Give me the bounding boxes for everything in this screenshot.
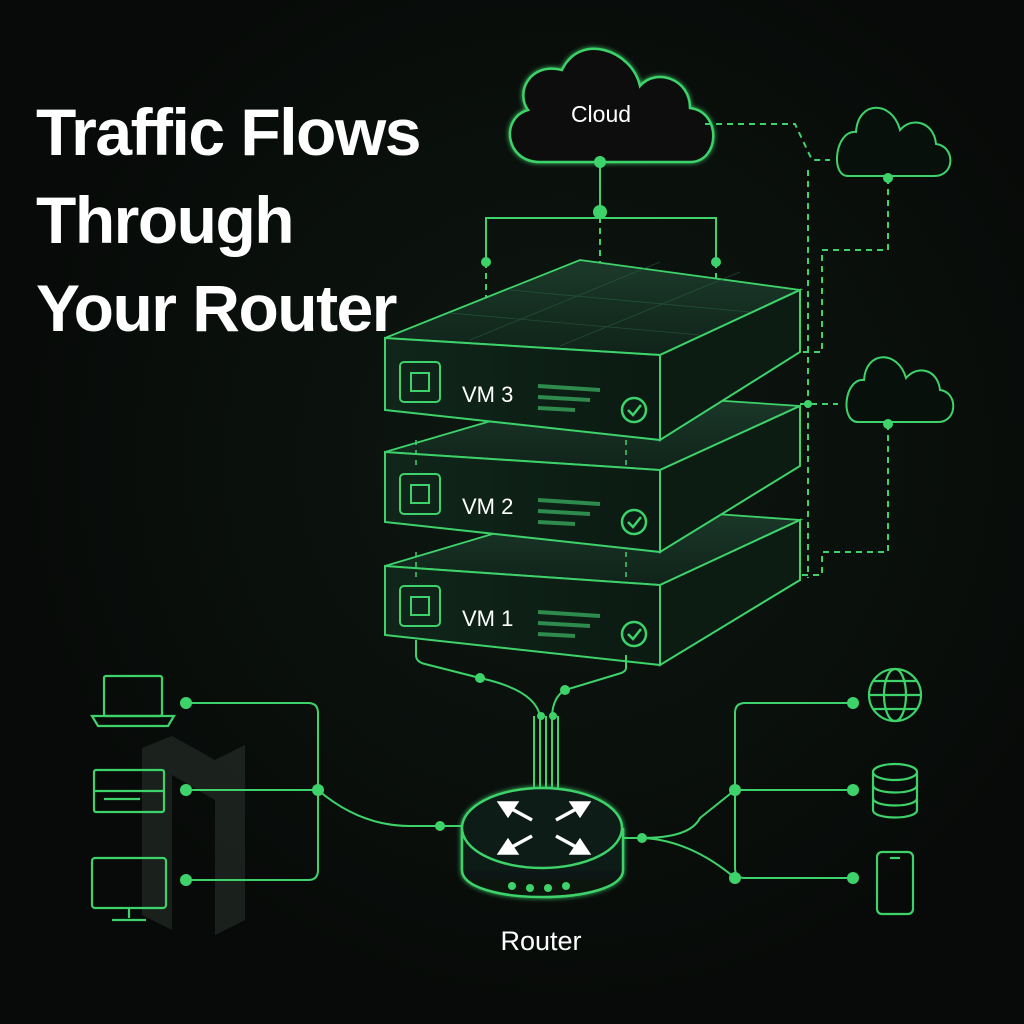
- right-link-nodes: [637, 697, 859, 884]
- vm-3[interactable]: [384, 259, 804, 442]
- vm-2-chip-icon: [399, 473, 441, 515]
- monitor-icon[interactable]: [90, 856, 168, 922]
- cloud-label: Cloud: [571, 101, 631, 127]
- database-icon[interactable]: [871, 762, 919, 819]
- cloud-main: [508, 47, 715, 164]
- cloud-small-middle: [845, 356, 955, 423]
- vm-1[interactable]: [384, 504, 804, 667]
- vm-1-chip-icon: [399, 585, 441, 627]
- vm-3-top-grid: [449, 261, 751, 347]
- vm-1-label: VM 1: [462, 606, 513, 631]
- arrows-exchange-icon: [496, 801, 592, 855]
- vm-2-status-lines: [537, 498, 601, 526]
- globe-icon[interactable]: [867, 667, 923, 723]
- vm-router-nodes: [475, 673, 570, 720]
- vm-3-chip-icon: [399, 361, 441, 403]
- server-icon[interactable]: [92, 768, 166, 814]
- left-link-nodes: [180, 697, 445, 886]
- vm-3-status-lines: [537, 384, 601, 412]
- vm-2-check-icon: [620, 508, 648, 536]
- vm-1-status-lines: [537, 610, 601, 638]
- title-line-1: Traffic Flows: [36, 95, 421, 169]
- vm-2-label: VM 2: [462, 494, 513, 519]
- diagram-title: Traffic Flows Through Your Router: [36, 88, 421, 352]
- cloud-link-nodes: [481, 156, 893, 429]
- vm-1-check-icon: [620, 620, 648, 648]
- vm-router-trunk: [415, 640, 627, 800]
- laptop-icon[interactable]: [90, 674, 176, 728]
- vm-3-label: VM 3: [462, 382, 513, 407]
- router-device[interactable]: [460, 786, 625, 899]
- title-line-2: Through: [36, 183, 295, 257]
- title-line-3: Your Router: [36, 271, 397, 345]
- router-label: Router: [500, 926, 581, 956]
- smartphone-icon[interactable]: [875, 850, 915, 916]
- vm-3-check-icon: [620, 396, 648, 424]
- cloud-small-top: [835, 106, 952, 177]
- logo-watermark: [142, 736, 245, 935]
- router-status-leds: [508, 882, 570, 892]
